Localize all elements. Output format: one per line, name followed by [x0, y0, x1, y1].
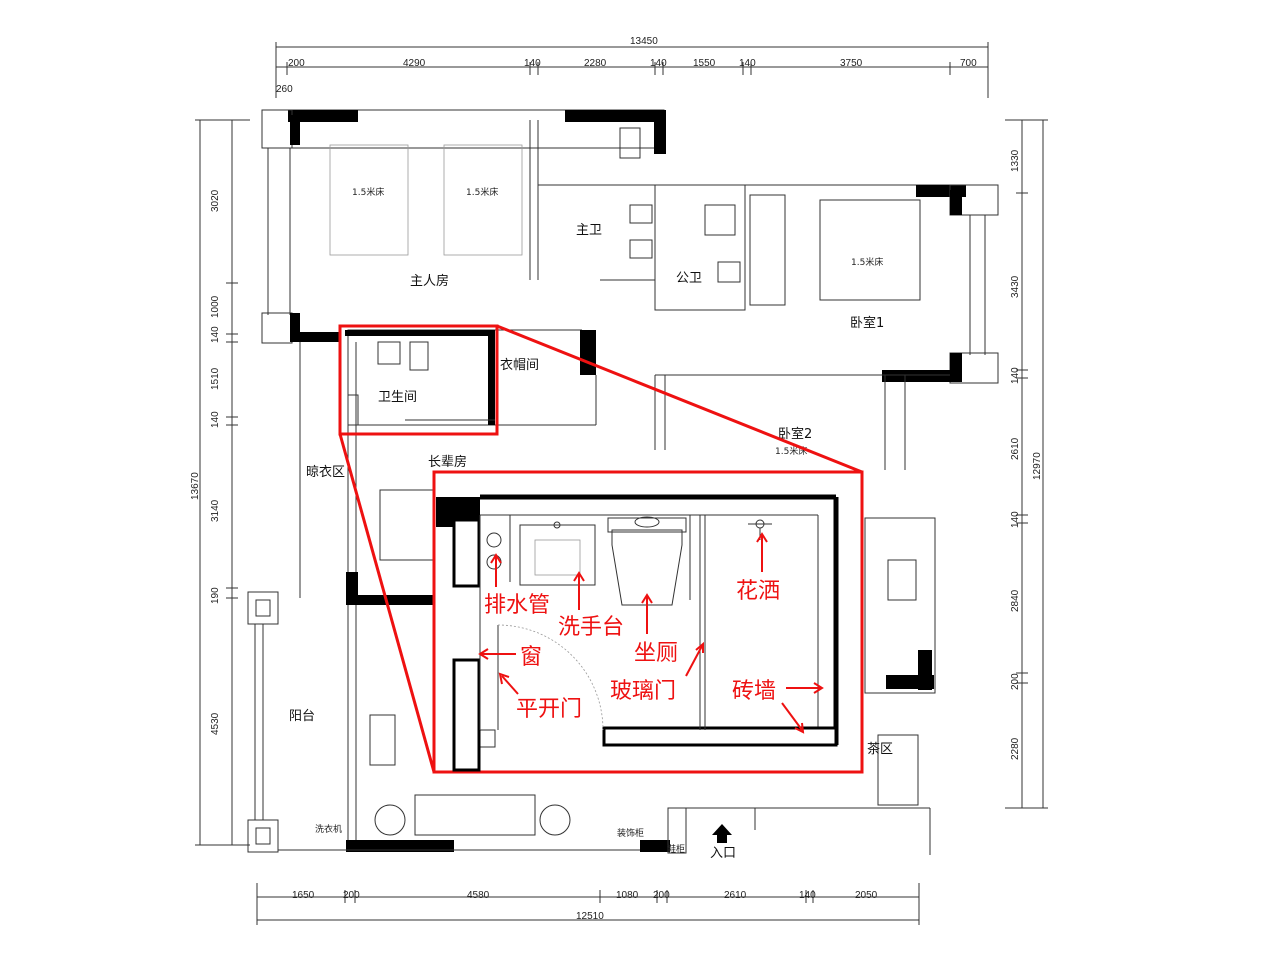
- dim-top-6: 1550: [693, 58, 716, 69]
- anno-swing-door: 平开门: [516, 697, 582, 722]
- drain-pipe-icon: [486, 532, 502, 548]
- dim-bottom-3: 4580: [467, 890, 490, 901]
- dim-right-8: 2280: [1010, 737, 1021, 760]
- dim-right-7: 200: [1010, 673, 1021, 690]
- shower-icon: [748, 519, 772, 540]
- room-labels: 主人房 主卫 公卫 卧室1 卧室2 卫生间 衣帽间 长辈房 晾衣区 阳台 洗衣机…: [289, 223, 893, 861]
- dim-top-3: 140: [524, 58, 541, 69]
- label-entrance: 入口: [710, 846, 736, 861]
- dim-top-1: 200: [288, 58, 305, 69]
- bottom-dimensions: 1650 200 4580 1080 200 2610 140 2050 125…: [256, 883, 920, 925]
- bed-label-1: 1.5米床: [352, 186, 384, 198]
- right-dimensions: 1330 3430 140 2610 140 2840 200 2280 129…: [1005, 119, 1048, 809]
- dim-bottom-4: 1080: [616, 890, 639, 901]
- dim-top-total: 13450: [630, 36, 658, 47]
- dim-right-2: 3430: [1010, 275, 1021, 298]
- dim-top-8: 3750: [840, 58, 863, 69]
- dim-bottom-6: 2610: [724, 890, 747, 901]
- dim-top-offset: 260: [276, 84, 293, 95]
- bed-label-2: 1.5米床: [466, 186, 498, 198]
- swing-door-arc: [497, 624, 604, 731]
- walls: [247, 109, 999, 855]
- dim-right-4: 2610: [1010, 437, 1021, 460]
- room-drying: 晾衣区: [306, 464, 345, 480]
- anno-drain-pipe: 排水管: [484, 593, 550, 618]
- dim-top-2: 4290: [403, 58, 426, 69]
- room-wardrobe: 衣帽间: [500, 357, 539, 373]
- dim-left-2: 1000: [210, 295, 221, 318]
- label-washer: 洗衣机: [315, 823, 342, 835]
- dim-left-3: 140: [210, 326, 221, 343]
- anno-shower: 花洒: [736, 579, 780, 604]
- left-dimensions: 13670 3020 1000 140 1510 140 3140 190 45…: [190, 119, 250, 846]
- label-shoe-cabinet: 鞋柜: [667, 843, 685, 855]
- wash-basin-icon: [519, 524, 596, 586]
- beds: 1.5米床 1.5米床 1.5米床 1.5米床: [329, 144, 883, 457]
- dim-right-6: 2840: [1010, 589, 1021, 612]
- bed-label-3: 1.5米床: [851, 256, 883, 268]
- dim-left-5: 140: [210, 411, 221, 428]
- dim-top-4: 2280: [584, 58, 607, 69]
- dim-left-4: 1510: [210, 367, 221, 390]
- dim-left-1: 3020: [210, 189, 221, 212]
- room-master-bath: 主卫: [576, 223, 602, 238]
- anno-wash-basin: 洗手台: [558, 615, 624, 640]
- dim-left-6: 3140: [210, 499, 221, 522]
- dim-left-8: 4530: [210, 712, 221, 735]
- highlight-box-small: [338, 324, 499, 436]
- dim-bottom-1: 1650: [292, 890, 315, 901]
- dim-top-7: 140: [739, 58, 756, 69]
- dim-top-9: 700: [960, 58, 977, 69]
- entrance-arrow-icon: [712, 824, 732, 843]
- dim-bottom-5: 200: [653, 890, 670, 901]
- toilet-icon: [611, 529, 683, 606]
- label-decor-cabinet: 装饰柜: [617, 827, 644, 839]
- dim-right-total: 12970: [1032, 452, 1043, 480]
- room-balcony: 阳台: [289, 709, 315, 724]
- room-elder: 长辈房: [428, 454, 467, 470]
- anno-brick-wall: 砖墙: [732, 679, 776, 704]
- room-bedroom2: 卧室2: [778, 426, 812, 442]
- dim-right-5: 140: [1010, 511, 1021, 528]
- dim-left-total: 13670: [190, 472, 201, 500]
- dim-top-5: 140: [650, 58, 667, 69]
- anno-window: 窗: [520, 645, 542, 670]
- room-bathroom: 卫生间: [378, 390, 417, 405]
- dim-bottom-2: 200: [343, 890, 360, 901]
- label-tea-area: 茶区: [867, 741, 893, 757]
- annotations: 排水管 洗手台 坐厕 花洒 窗 平开门 玻璃门 砖墙: [478, 532, 824, 734]
- room-master-bedroom: 主人房: [410, 273, 449, 289]
- anno-toilet: 坐厕: [634, 641, 678, 666]
- dim-right-3: 140: [1010, 367, 1021, 384]
- room-bedroom1: 卧室1: [850, 315, 884, 331]
- bathroom-small: [345, 329, 497, 426]
- dim-bottom-8: 2050: [855, 890, 878, 901]
- anno-glass-door: 玻璃门: [610, 679, 676, 704]
- dim-bottom-total: 12510: [576, 911, 604, 922]
- room-public-bath: 公卫: [676, 271, 702, 286]
- bathroom-detail: [436, 494, 839, 772]
- dim-bottom-7: 140: [799, 890, 816, 901]
- top-dimensions: 13450 200 4290 140 2280 140 1550 140 375…: [275, 36, 989, 98]
- dim-left-7: 190: [210, 587, 221, 604]
- dim-right-1: 1330: [1010, 149, 1021, 172]
